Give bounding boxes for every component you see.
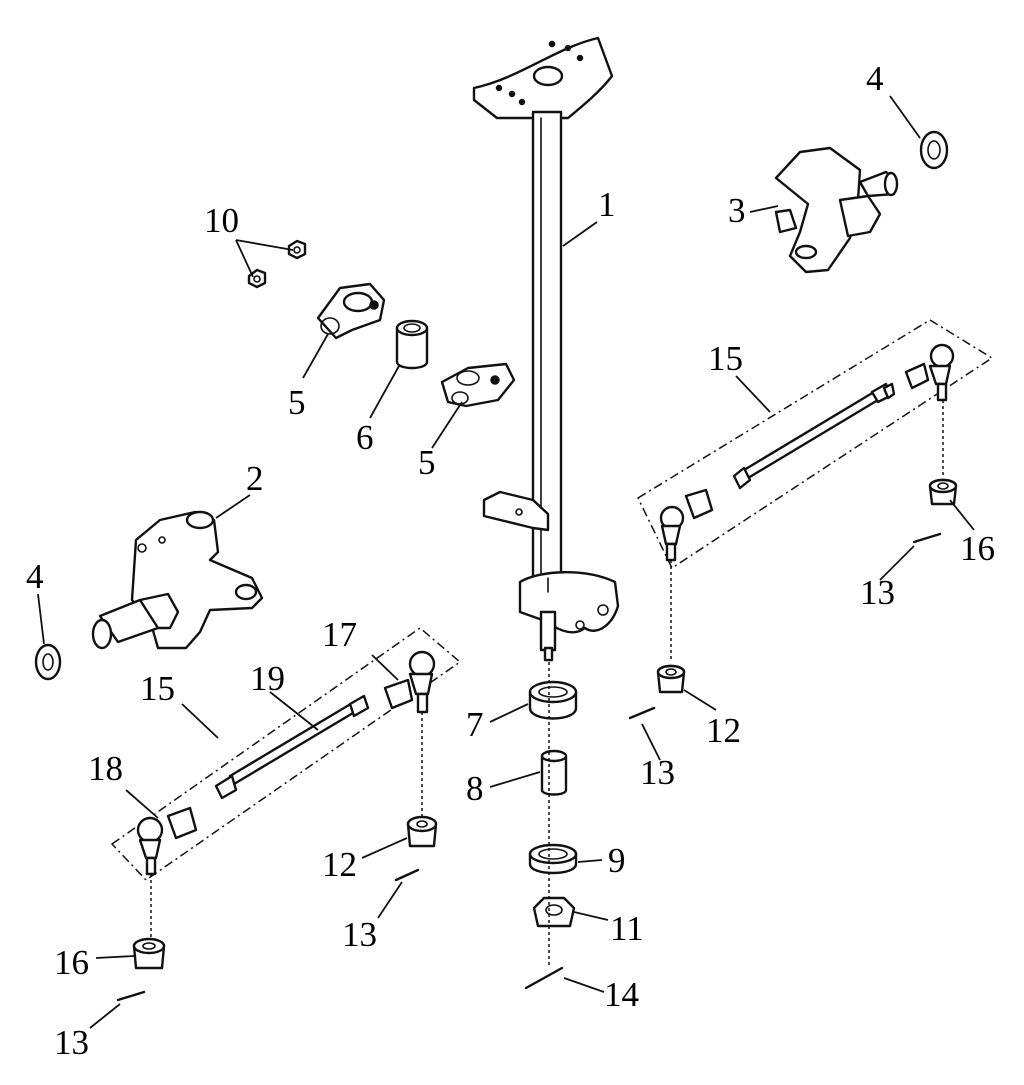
callout-1: 1 bbox=[598, 185, 616, 224]
steering-column bbox=[472, 36, 620, 662]
callout-16-right: 16 bbox=[960, 529, 995, 568]
seal bbox=[528, 843, 578, 875]
upper-clamp bbox=[316, 282, 386, 340]
bushing bbox=[395, 319, 429, 370]
callout-11: 11 bbox=[610, 909, 644, 948]
cotter-pin-14 bbox=[524, 966, 564, 990]
callout-18: 18 bbox=[88, 749, 123, 788]
callout-19: 19 bbox=[250, 659, 285, 698]
callout-4-left: 4 bbox=[26, 557, 44, 596]
callout-12-left: 12 bbox=[322, 845, 357, 884]
flange-nut bbox=[532, 896, 576, 928]
spacer bbox=[540, 749, 568, 796]
callout-12-right: 12 bbox=[706, 711, 741, 750]
callout-4-right: 4 bbox=[866, 59, 884, 98]
callout-7: 7 bbox=[466, 705, 484, 744]
callout-13-left-bottom: 13 bbox=[54, 1023, 89, 1062]
castle-nut-left-12 bbox=[406, 815, 438, 848]
callout-13-right-upper: 13 bbox=[860, 573, 895, 612]
callout-14: 14 bbox=[604, 975, 639, 1014]
castle-nut-right-16 bbox=[928, 478, 958, 506]
leader-lines bbox=[37, 95, 975, 1029]
callout-3: 3 bbox=[728, 191, 746, 230]
cotter-pins bbox=[116, 532, 942, 1002]
left-thrust-washer bbox=[34, 643, 62, 681]
bearing bbox=[528, 680, 578, 720]
callout-6: 6 bbox=[356, 418, 374, 457]
nuts bbox=[247, 239, 307, 289]
castle-nut-left-16 bbox=[132, 937, 166, 970]
lower-clamp bbox=[440, 362, 516, 408]
callout-5-lower: 5 bbox=[418, 443, 436, 482]
callout-15-right: 15 bbox=[708, 339, 743, 378]
callout-5-upper: 5 bbox=[288, 383, 306, 422]
callout-8: 8 bbox=[466, 769, 484, 808]
right-thrust-washer bbox=[919, 130, 949, 170]
left-steering-knuckle bbox=[91, 510, 264, 650]
callout-16-left: 16 bbox=[54, 943, 89, 982]
castle-nut-right-12 bbox=[656, 664, 686, 694]
callout-13-mid-left: 13 bbox=[342, 915, 377, 954]
callout-13-right-lower: 13 bbox=[640, 753, 675, 792]
callout-17: 17 bbox=[322, 615, 357, 654]
callout-labels: 1 2 3 4 4 5 5 6 7 8 9 10 11 12 12 13 13 … bbox=[26, 59, 995, 1062]
callout-2: 2 bbox=[246, 459, 264, 498]
callout-9: 9 bbox=[608, 841, 626, 880]
right-steering-knuckle bbox=[774, 146, 899, 274]
right-tie-rod-assembly bbox=[637, 319, 994, 660]
callout-15-left: 15 bbox=[140, 669, 175, 708]
callout-10: 10 bbox=[204, 201, 239, 240]
